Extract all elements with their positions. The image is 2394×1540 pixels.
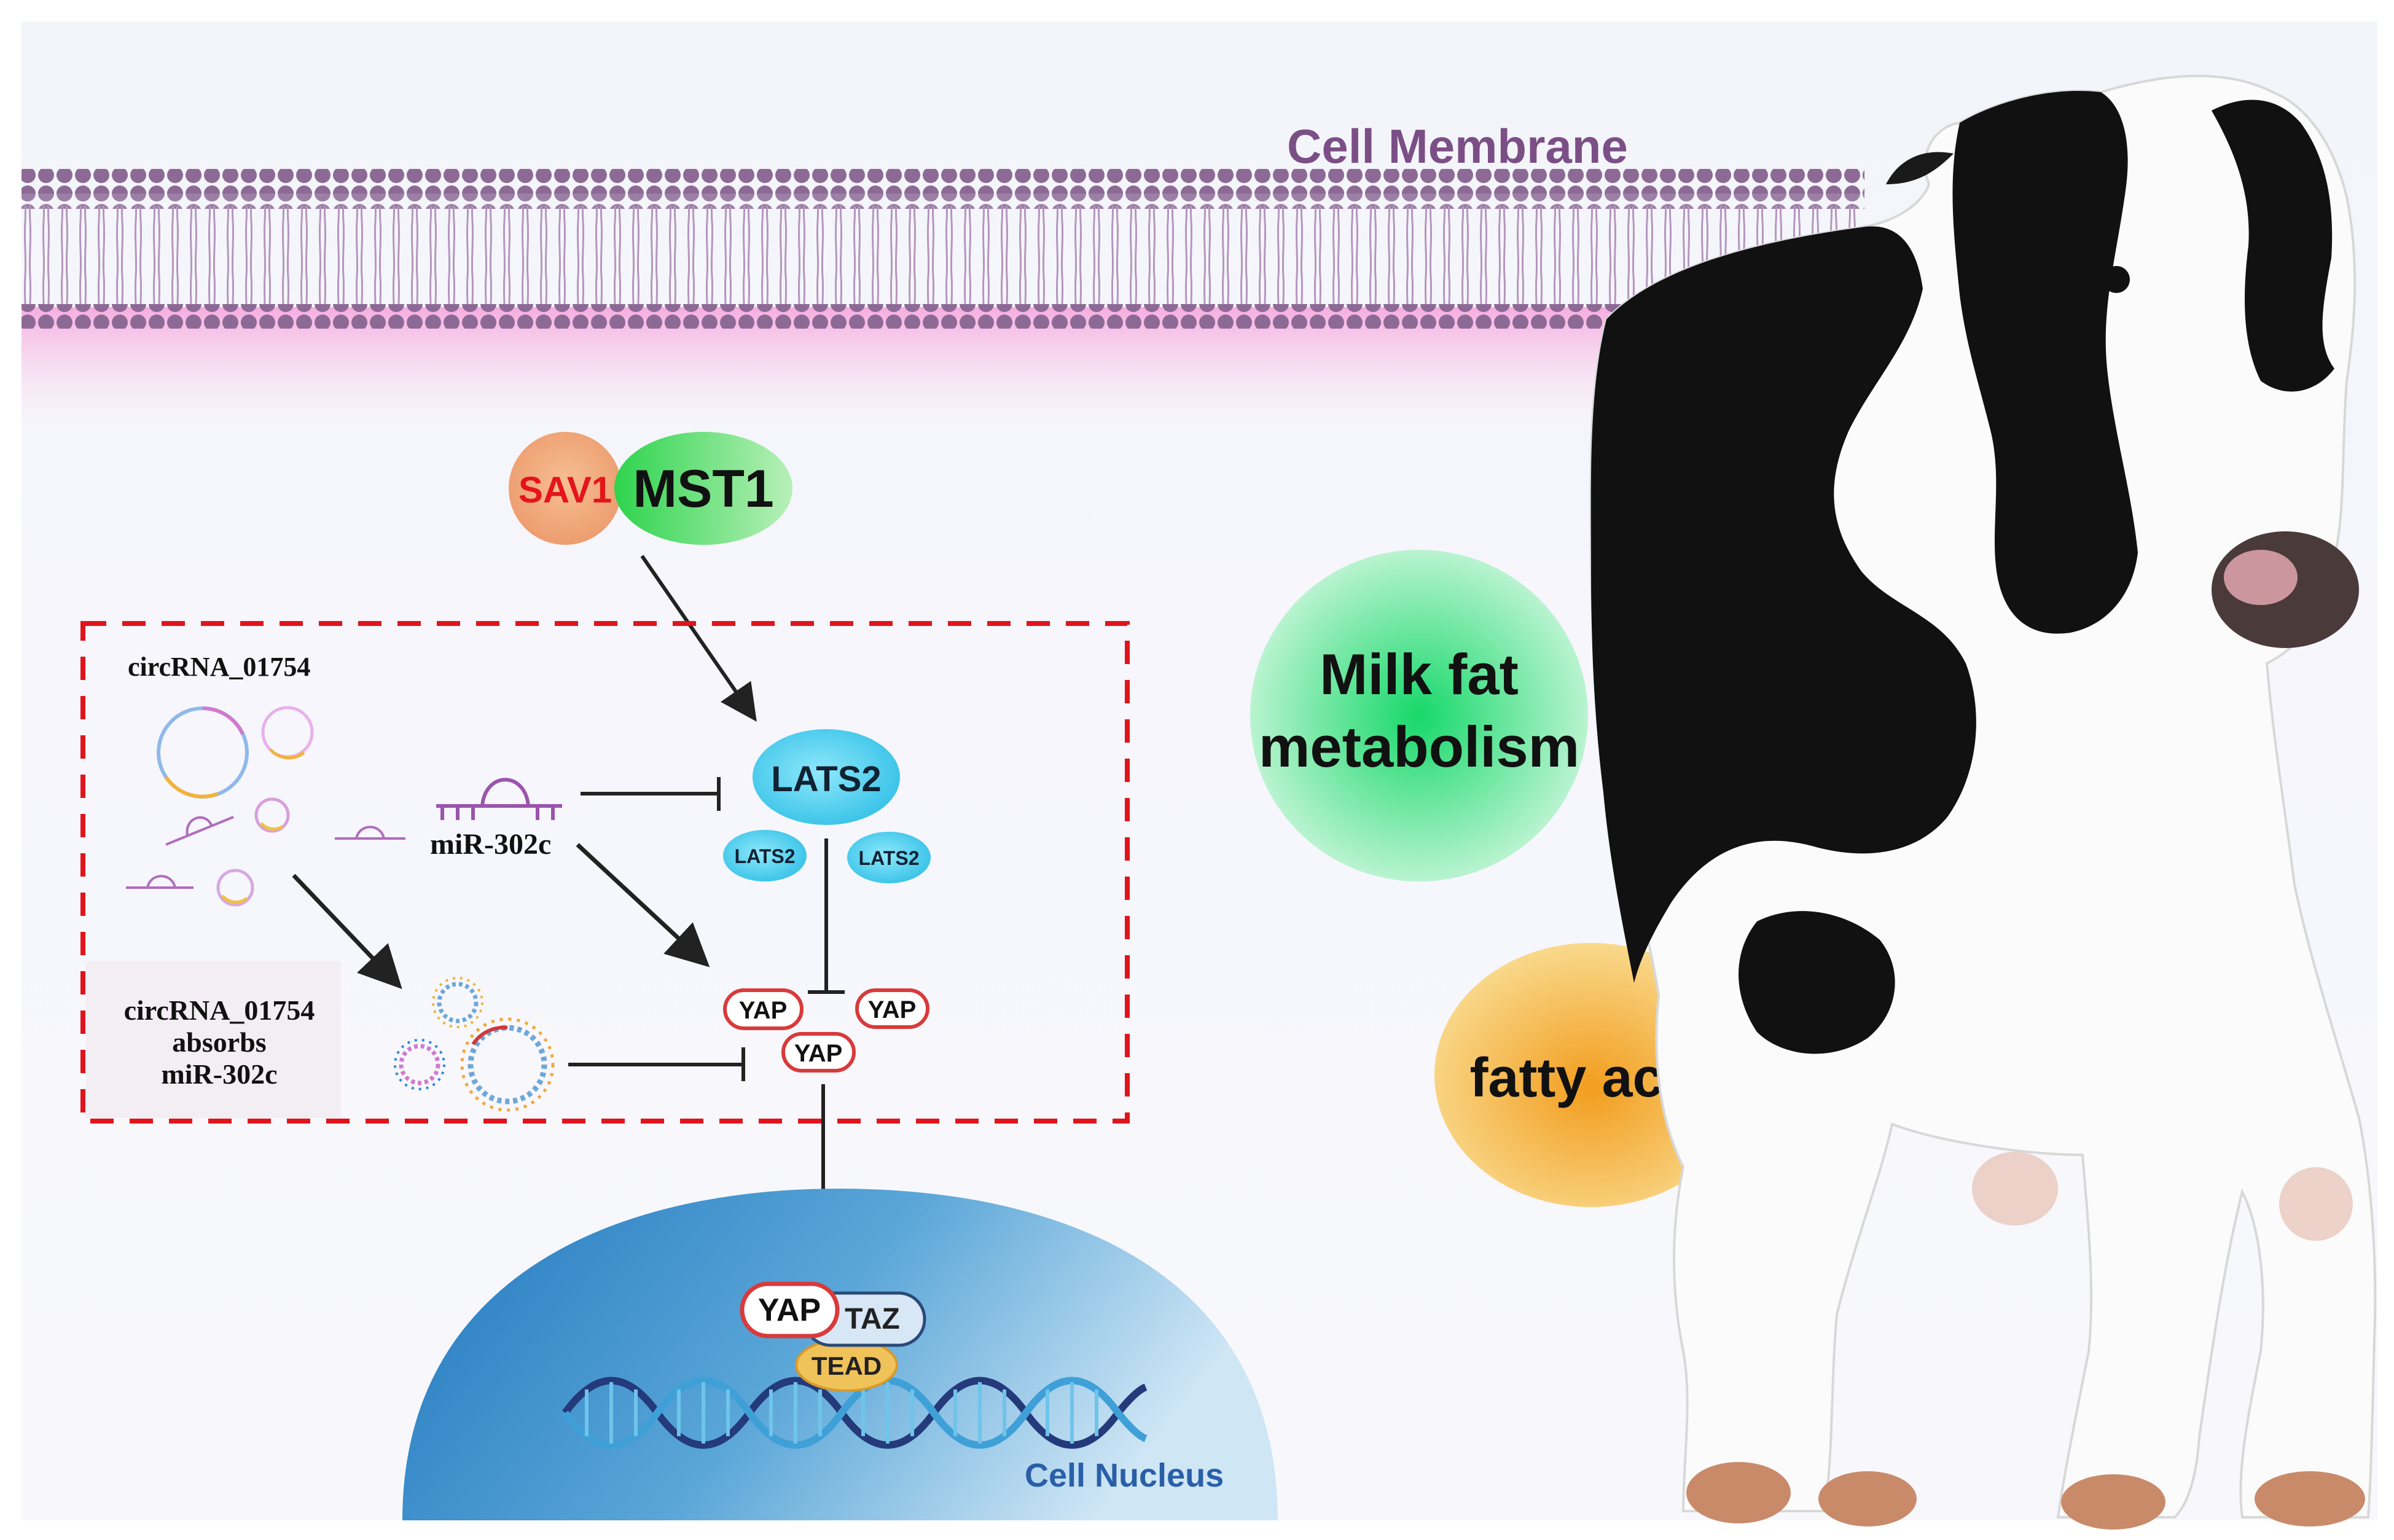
cow-hoof-2 [1818,1471,1917,1526]
cow-knee-right [2279,1167,2353,1241]
yap-cluster: YAP YAP YAP [723,988,929,1073]
circrna-info-box [86,961,341,1118]
cow-ear [1886,152,1954,184]
mst1-label: MST1 [633,459,773,518]
nuclear-yap-label: YAP [758,1292,821,1328]
cow-knee-left [1972,1152,2058,1225]
circrna-cluster [157,706,314,907]
sav1-label: SAV1 [518,469,612,510]
arrow-mirna-to-yap [576,843,710,967]
holstein-cow-illustration [1589,74,2377,1530]
lats2-main-label: LATS2 [771,759,881,799]
sav1-node [509,432,622,545]
arrow-circrna-to-complex [292,874,402,990]
nuclear-complex: TEAD TAZ YAP [740,1281,926,1392]
cow-hoof-1 [1686,1462,1791,1523]
yap-label-c: YAP [794,1040,843,1067]
milk-fat-line1: Milk fat [1320,642,1519,706]
dashed-region-box [80,621,1130,1124]
cow-spot-neck [1952,91,2138,634]
yap-node-b [855,988,929,1029]
mirna-fragments [126,816,405,889]
arrow-mst1-to-lats2 [640,555,757,722]
membrane-outer-heads-2 [22,184,1864,209]
lats2-small-left-node [723,830,807,881]
milk-fat-ellipse [1250,550,1588,881]
milk-fat-line2: metabolism [1259,714,1579,779]
circrna-mirna-complexes [394,977,555,1112]
cow-eye [2103,266,2130,293]
nuclear-yap-node [740,1281,840,1339]
mirna-label: miR-302c [430,828,551,861]
mst1-node [614,432,792,545]
tead-label: TEAD [812,1351,882,1380]
lats2-main-node [753,729,900,825]
membrane-inner-heads [22,304,1864,329]
cow-spot-belly [1739,911,1895,1054]
sav1-mst1-complex: SAV1 MST1 [509,432,792,545]
membrane-label: Cell Membrane [1287,119,1628,173]
cell-membrane [22,169,1864,430]
cow-spot-front [1590,226,1976,983]
nucleus-label: Cell Nucleus [1025,1457,1224,1494]
membrane-tails [22,206,1864,304]
circrna-ring-small [254,797,290,833]
yap-label-a: YAP [739,997,788,1024]
taz-label: TAZ [845,1303,900,1335]
circrna-ring-tiny [216,869,254,907]
cow-spot-head [2212,100,2334,392]
cow-hoof-4 [2255,1471,2365,1526]
lats2-small-right-node [847,832,931,883]
lats2-small-left-label: LATS2 [735,845,796,867]
circrna-box-line3: miR-302c [161,1058,277,1090]
yap-node-a [723,988,804,1030]
circrna-box-line1: circRNA_01754 [124,995,315,1026]
mirna-302c-glyph [436,778,562,820]
yap-label-b: YAP [868,996,917,1023]
circrna-label: circRNA_01754 [128,652,310,682]
circrna-box-line2: absorbs [172,1026,266,1058]
lats2-small-right-label: LATS2 [859,847,920,869]
cow-hoof-3 [2061,1474,2165,1530]
cow-nose-pink [2224,550,2298,605]
yap-node-c [781,1032,856,1073]
